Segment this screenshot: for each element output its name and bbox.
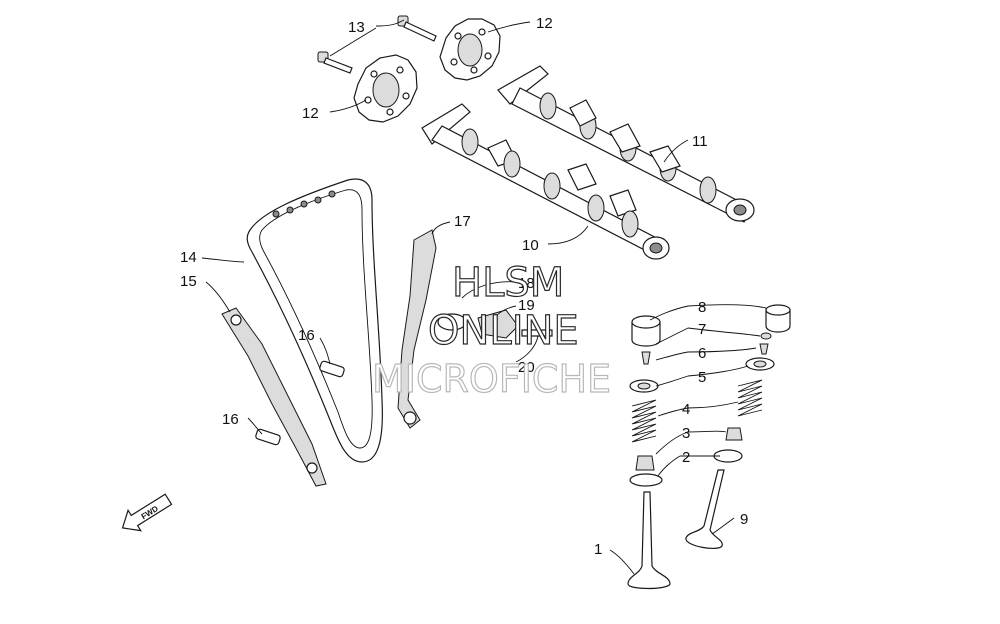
callout-17: 17 xyxy=(454,213,471,230)
exhaust-valve xyxy=(627,491,671,590)
valve-spring-left xyxy=(631,399,657,443)
callout-4: 4 xyxy=(682,401,690,418)
watermark: HLSM ONLINE MICROFICHE xyxy=(371,259,611,401)
callout-16-upper: 16 xyxy=(298,327,315,344)
sprocket-bolt-upper xyxy=(397,15,437,42)
watermark-line-2: ONLINE xyxy=(428,308,579,354)
valve-spring-retainer-left xyxy=(629,379,659,393)
callout-7: 7 xyxy=(698,321,706,338)
valve-spring-retainer-right xyxy=(745,357,775,371)
camshaft-exhaust xyxy=(497,65,755,223)
valve-collet-right xyxy=(759,343,769,355)
forward-arrow: FWD xyxy=(121,493,173,532)
callout-12-lower: 12 xyxy=(302,105,319,122)
bucket-tappet-left xyxy=(631,315,661,347)
callout-9: 9 xyxy=(740,511,748,528)
watermark-line-3: MICROFICHE xyxy=(372,357,611,401)
chain-guide-rear xyxy=(221,307,327,487)
intake-valve xyxy=(685,469,725,550)
callout-10: 10 xyxy=(522,237,539,254)
callout-14: 14 xyxy=(180,249,197,266)
callout-2: 2 xyxy=(682,449,690,466)
callout-13: 13 xyxy=(348,19,365,36)
valve-spring-right xyxy=(737,379,763,417)
spring-seat-left xyxy=(629,473,663,487)
callout-6: 6 xyxy=(698,345,706,362)
callout-1: 1 xyxy=(594,541,602,558)
callout-3: 3 xyxy=(682,425,690,442)
guide-pin-lower xyxy=(255,428,281,446)
valve-collet-left xyxy=(641,351,651,365)
camshaft-intake xyxy=(421,103,670,260)
sprocket-upper xyxy=(439,18,501,81)
valve-stem-seal-right xyxy=(725,427,743,441)
valve-stem-seal-left xyxy=(635,455,655,471)
sprocket-bolt-lower xyxy=(317,51,353,74)
callout-18: 18 xyxy=(518,275,535,292)
callout-5: 5 xyxy=(698,369,706,386)
callout-20: 20 xyxy=(518,359,535,376)
callout-15: 15 xyxy=(180,273,197,290)
callout-12-upper: 12 xyxy=(536,15,553,32)
chain-tensioner-slider xyxy=(397,229,437,429)
shim-right xyxy=(760,332,772,340)
callout-19: 19 xyxy=(518,297,535,314)
sprocket-lower xyxy=(353,54,418,123)
callout-numbers: 13 12 12 11 10 14 15 16 16 17 18 19 20 8… xyxy=(180,15,748,558)
bucket-tappet-right xyxy=(765,304,791,333)
guide-pin-upper xyxy=(319,360,345,378)
callout-16-lower: 16 xyxy=(222,411,239,428)
callout-8: 8 xyxy=(698,299,706,316)
callout-11: 11 xyxy=(692,133,708,150)
watermark-line-1: HLSM xyxy=(452,260,564,306)
leader-lines xyxy=(201,19,767,575)
timing-chain xyxy=(246,178,383,463)
